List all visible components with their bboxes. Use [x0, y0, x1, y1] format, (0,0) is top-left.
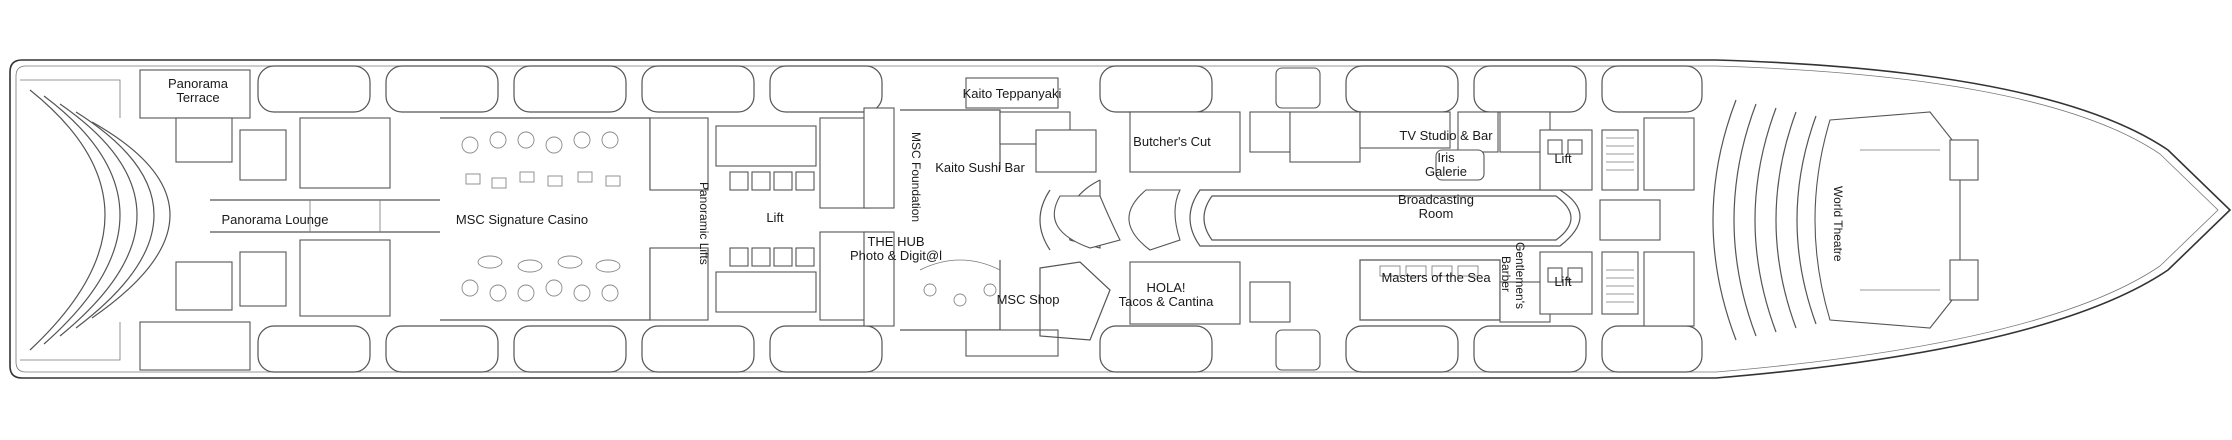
midship-zone	[649, 77, 1111, 357]
casino-zone	[175, 117, 651, 321]
label-the-hub-2: Photo & Digit@l	[850, 248, 942, 263]
aft-lounge-seating	[20, 69, 251, 371]
label-panorama-terrace: Panorama	[168, 76, 229, 91]
forward-mid-zone	[1129, 111, 1551, 325]
label-lift-mid: Lift	[766, 210, 784, 225]
label-masters-of-the-sea: Masters of the Sea	[1381, 270, 1491, 285]
world-theatre-seating	[1712, 99, 1979, 341]
label-msc-signature-casino: MSC Signature Casino	[456, 212, 588, 227]
label-hola: HOLA!	[1146, 280, 1185, 295]
hull-inner-line	[15, 65, 2219, 373]
label-msc-shop: MSC Shop	[997, 292, 1060, 307]
label-the-hub: THE HUB	[867, 234, 924, 249]
label-butchers-cut: Butcher's Cut	[1133, 134, 1211, 149]
lifeboats-bottom	[257, 325, 1703, 373]
lifeboats-top	[257, 65, 1703, 113]
label-broadcasting-room: Broadcasting	[1398, 192, 1474, 207]
forward-lifts	[1539, 117, 1695, 327]
casino-tables	[461, 131, 621, 302]
label-broadcasting-room-2: Room	[1419, 206, 1454, 221]
label-kaito-sushi-bar: Kaito Sushi Bar	[935, 160, 1025, 175]
label-kaito-teppanyaki: Kaito Teppanyaki	[963, 86, 1062, 101]
label-gentlemens-barber: Gentlemen's	[1513, 242, 1527, 309]
label-world-theatre: World Theatre	[1831, 186, 1845, 262]
label-hola-2: Tacos & Cantina	[1119, 294, 1214, 309]
label-panorama-lounge: Panorama Lounge	[222, 212, 329, 227]
label-panorama-terrace-2: Terrace	[176, 90, 219, 105]
label-tv-studio-bar: TV Studio & Bar	[1399, 128, 1493, 143]
label-lift-fwd-bottom: Lift	[1554, 274, 1572, 289]
central-promenade	[1039, 179, 1581, 251]
label-gentlemens-barber-2: Barber	[1499, 256, 1513, 292]
label-panoramic-lifts: Panoramic Lifts	[697, 182, 711, 265]
label-msc-foundation: MSC Foundation	[909, 132, 923, 222]
label-iris-galerie-2: Galerie	[1425, 164, 1467, 179]
label-lift-fwd-top: Lift	[1554, 151, 1572, 166]
label-iris-galerie: Iris	[1437, 150, 1455, 165]
